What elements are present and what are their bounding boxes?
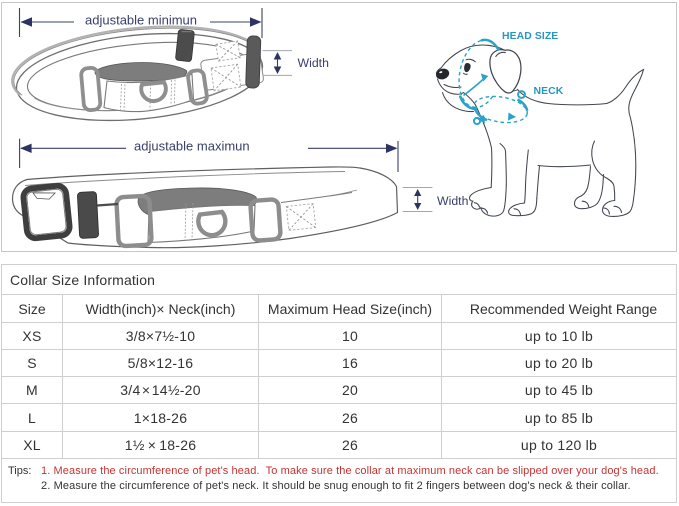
svg-text:HEAD SIZE: HEAD SIZE — [502, 31, 558, 42]
svg-text:NECK: NECK — [534, 86, 564, 97]
svg-text:Width: Width — [298, 56, 330, 70]
svg-text:adjustable maximun: adjustable maximun — [134, 139, 250, 154]
svg-text:Width: Width — [437, 194, 469, 208]
svg-text:adjustable minimun: adjustable minimun — [85, 13, 197, 28]
